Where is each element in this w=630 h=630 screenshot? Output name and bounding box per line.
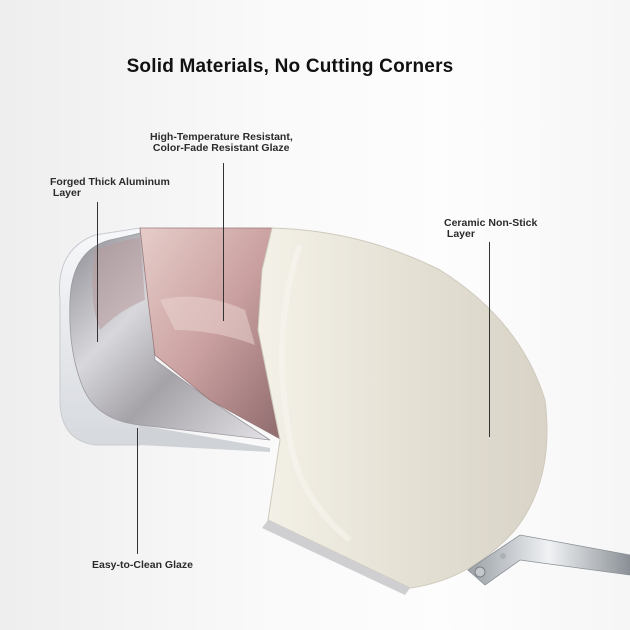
- glaze-layer-label: High-Temperature Resistant, Color-Fade R…: [150, 131, 293, 154]
- aluminum-layer-label: Forged Thick Aluminum Layer: [50, 176, 170, 199]
- aluminum-leader-line: [97, 202, 98, 342]
- clean-leader-line: [137, 428, 138, 554]
- easy-clean-glaze-label: Easy-to-Clean Glaze: [92, 559, 193, 571]
- ceramic-leader-line: [489, 242, 490, 437]
- page-title: Solid Materials, No Cutting Corners: [126, 56, 454, 77]
- glaze-leader-line: [223, 163, 224, 321]
- ceramic-layer-label: Ceramic Non-Stick Layer: [444, 217, 538, 240]
